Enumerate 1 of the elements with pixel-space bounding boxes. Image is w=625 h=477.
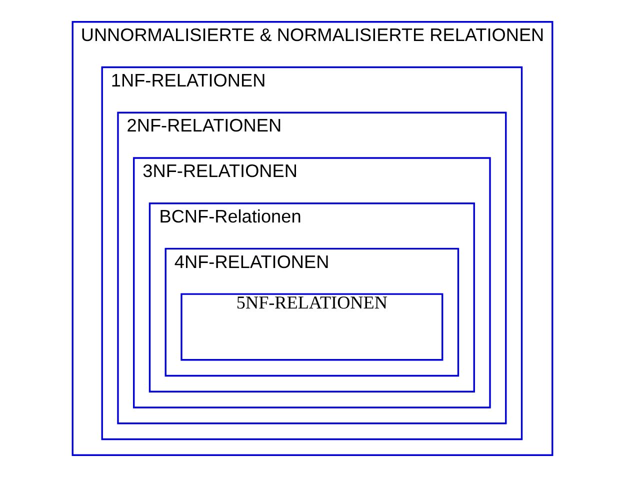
node-box: 5NF-RELATIONEN (180, 293, 444, 361)
